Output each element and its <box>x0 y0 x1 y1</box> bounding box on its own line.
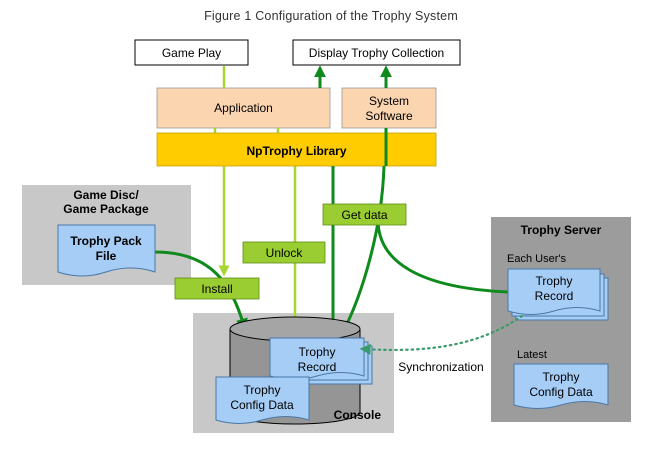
console-label: Console <box>334 408 382 422</box>
server-trophy-record-line2: Record <box>535 289 574 303</box>
install-tag <box>174 277 260 300</box>
get-data-tag <box>322 203 407 226</box>
library-record-link <box>341 165 386 333</box>
server-trophy-config-line2: Config Data <box>529 385 593 399</box>
unlock-tag <box>242 241 326 264</box>
system-software-label-line1: System <box>369 94 409 108</box>
nptrophy-library-label: NpTrophy Library <box>246 144 346 158</box>
server-trophy-record-line1: Trophy <box>536 274 573 288</box>
install-label: Install <box>201 282 232 296</box>
trophy-pack-file-line2: File <box>96 249 117 263</box>
application-label: Application <box>214 101 273 115</box>
each-users-label: Each User's <box>507 253 566 265</box>
trophy-pack-install-arrow <box>154 250 248 331</box>
display-trophy-collection-label: Display Trophy Collection <box>309 46 444 60</box>
game-play-box <box>134 39 249 66</box>
get-data-label: Get data <box>341 208 387 222</box>
server-trophy-config-doc <box>513 363 609 409</box>
console-trophy-config-line1: Trophy <box>244 383 281 397</box>
console-trophy-record-line1: Trophy <box>299 345 336 359</box>
trophy-pack-file-doc <box>57 224 156 277</box>
unlock-label: Unlock <box>266 246 304 260</box>
latest-label: Latest <box>517 349 547 361</box>
nptrophy-library-bar <box>156 132 437 167</box>
system-software-label-line2: Software <box>365 109 413 123</box>
game-disc-title-line1: Game Disc/ <box>73 188 139 202</box>
console-trophy-record-line2: Record <box>298 360 337 374</box>
display-trophy-collection-box <box>292 39 461 66</box>
server-getdata-link <box>376 219 509 294</box>
application-box <box>156 87 331 129</box>
trophy-server-title: Trophy Server <box>521 223 602 237</box>
synchronization-label: Synchronization <box>398 360 483 374</box>
console-trophy-config-line2: Config Data <box>230 398 294 412</box>
game-play-label: Game Play <box>162 46 221 60</box>
server-trophy-record-stack <box>507 268 609 321</box>
trophy-pack-file-line1: Trophy Pack <box>70 234 142 248</box>
figure-caption: Figure 1 Configuration of the Trophy Sys… <box>204 9 458 23</box>
console-trophy-config-doc <box>215 376 310 424</box>
game-disc-title-line2: Game Package <box>63 202 149 216</box>
server-trophy-config-line1: Trophy <box>543 370 580 384</box>
synchronization-arrow <box>359 314 524 355</box>
system-software-box <box>341 87 437 129</box>
